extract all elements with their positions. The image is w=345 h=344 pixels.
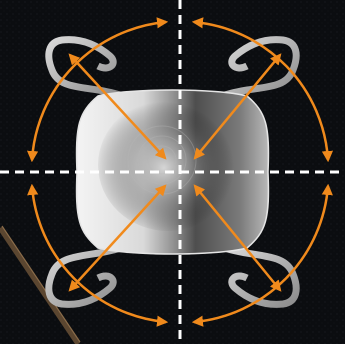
lens-photo: [0, 0, 345, 344]
image-canvas: [0, 0, 345, 344]
